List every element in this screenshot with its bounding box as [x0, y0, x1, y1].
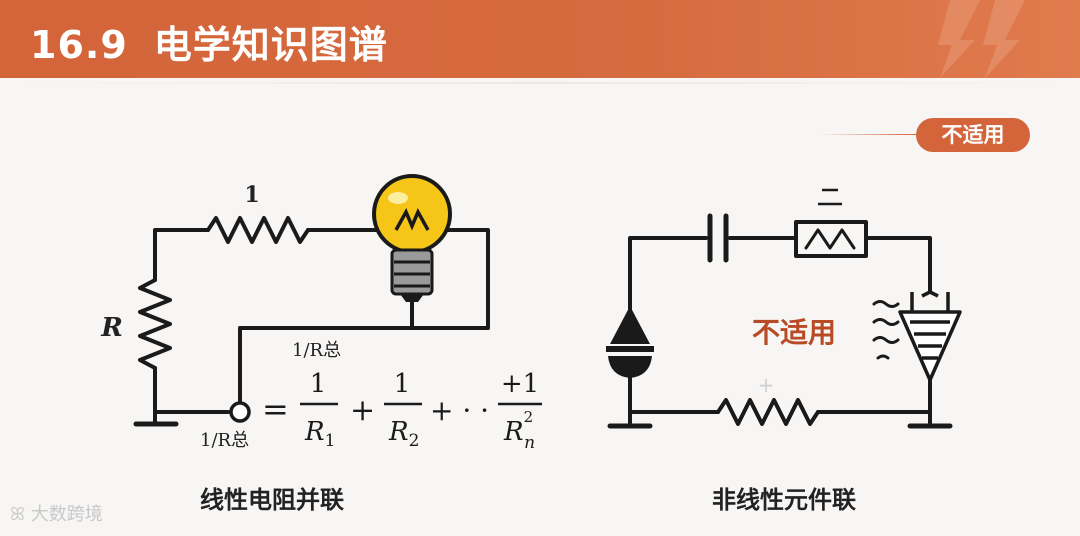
box-marks	[818, 188, 842, 206]
watermark-text: 大数跨境	[30, 504, 103, 525]
right-caption: 非线性元件联	[712, 486, 856, 514]
not-applicable-badge: 不适用	[916, 118, 1030, 152]
wire	[153, 228, 210, 282]
node-terminal	[229, 401, 251, 423]
term1-numerator: 1	[310, 369, 327, 399]
light-bulb-icon	[372, 174, 452, 302]
wire	[153, 366, 230, 414]
center-not-applicable-label: 不适用	[752, 316, 836, 349]
term2-numerator: 1	[394, 369, 411, 399]
term2-denominator: R2	[388, 417, 419, 451]
wire	[864, 236, 932, 294]
faint-plus-mark: +	[758, 373, 775, 397]
top-resistor-label: 1	[244, 182, 259, 208]
wire	[238, 228, 490, 405]
drop-diode-icon	[606, 306, 654, 378]
node-label-bottom: 1/R总	[200, 430, 249, 451]
funnel-element-icon	[898, 290, 962, 382]
header-decoration-icon	[938, 0, 1025, 78]
top-resistor	[206, 216, 310, 244]
plus-dots: + · ·	[430, 394, 489, 427]
signal-waves-icon	[872, 300, 900, 360]
wire	[816, 374, 932, 414]
watermark: ꕤ 大数跨境	[10, 500, 103, 526]
waveform	[804, 228, 856, 250]
header-divider	[0, 82, 1080, 84]
term3-numerator: +1	[501, 369, 539, 399]
wire	[628, 236, 708, 320]
wire	[628, 372, 720, 414]
equals-sign: =	[262, 390, 289, 428]
header-bar: 16.9 电学知识图谱	[0, 0, 1080, 78]
left-caption: 线性电阻并联	[200, 486, 344, 514]
right-circuit	[607, 213, 953, 429]
section-number: 16.9	[30, 23, 128, 67]
left-resistor-label: R	[100, 313, 123, 343]
nonlinear-element-box	[794, 220, 868, 258]
section-title: 电学知识图谱	[153, 23, 388, 67]
bottom-resistor	[716, 398, 820, 426]
plus-sign: +	[350, 393, 375, 428]
term1-denominator: R1	[304, 417, 335, 451]
page-title: 16.9 电学知识图谱	[30, 14, 388, 69]
left-resistor	[138, 278, 172, 370]
node-label-right: 1/R总	[292, 340, 341, 361]
badge-connector-line	[820, 134, 916, 135]
watermark-logo-icon: ꕤ	[10, 504, 25, 525]
